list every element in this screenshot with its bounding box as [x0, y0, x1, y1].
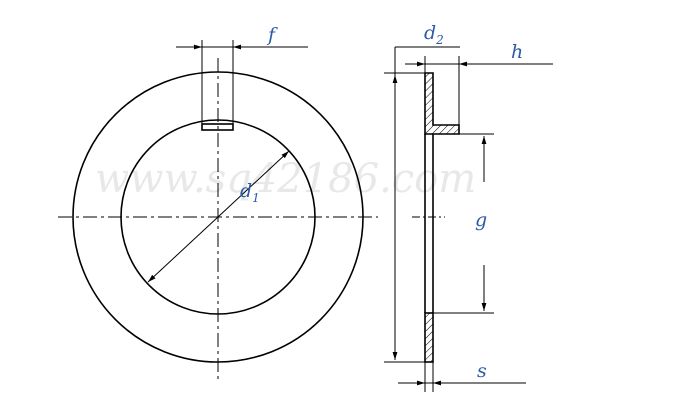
d1-diameter-line [147, 216, 219, 283]
label-d2: d2 [424, 22, 444, 47]
label-f: f [266, 24, 278, 46]
section-upper [424, 72, 460, 135]
watermark-text: www.sq42186.com [95, 156, 476, 202]
label-s: s [477, 360, 487, 382]
label-h: h [511, 41, 523, 63]
label-d1: d1 [240, 180, 260, 205]
side-view [384, 46, 553, 392]
d1-diameter-line-upper [217, 150, 290, 218]
section-lower [424, 312, 434, 363]
label-g: g [475, 209, 487, 231]
front-view [58, 40, 378, 380]
